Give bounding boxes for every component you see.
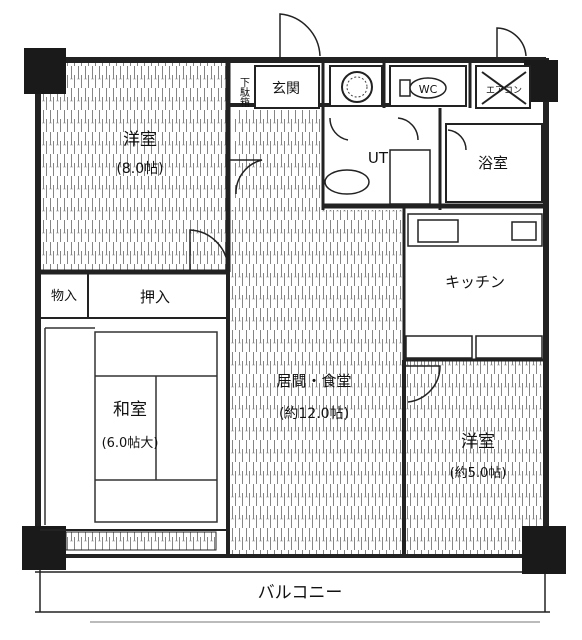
floor-strip: [65, 531, 217, 551]
kitchen-counter: [405, 213, 543, 359]
western1-name: 洋室: [123, 130, 157, 150]
western1-size: (8.0帖): [116, 161, 163, 177]
ut-label: UT: [368, 149, 389, 167]
western2-floor: [404, 360, 544, 555]
washitsu-size: (6.0帖大): [102, 436, 159, 451]
bath-label: 浴室: [478, 154, 508, 172]
ac-label: エアコン: [486, 86, 522, 96]
bathtub-icon: [324, 149, 431, 205]
doors: [189, 13, 527, 403]
column-bottom-left: [22, 526, 66, 570]
oshiire-label: 押入: [140, 288, 170, 306]
monoire-label: 物入: [51, 289, 77, 304]
shoebox-label: 下駄箱: [238, 77, 250, 108]
western2-size: (約5.0帖): [450, 466, 507, 481]
exterior-walls: [35, 57, 549, 560]
column-top-left: [24, 48, 66, 94]
column-bottom-right: [522, 526, 566, 574]
toilet-icon: [399, 77, 447, 99]
ldk-size: (約12.0帖): [279, 406, 349, 422]
balcony: [35, 565, 550, 623]
wc-label: WC: [419, 83, 438, 96]
ac-icon: [481, 71, 527, 105]
ldk-name: 居間・食堂: [276, 372, 351, 390]
tatami-mats: [44, 327, 218, 525]
washer-icon: [341, 71, 373, 103]
western1-floor: [42, 62, 228, 270]
balcony-label: バルコニー: [258, 583, 343, 603]
ldk-floor: [228, 210, 404, 555]
kitchen-label: キッチン: [445, 273, 505, 291]
washitsu-name: 和室: [113, 400, 147, 420]
western2-name: 洋室: [461, 432, 495, 452]
genkan-label: 玄関: [272, 80, 300, 97]
